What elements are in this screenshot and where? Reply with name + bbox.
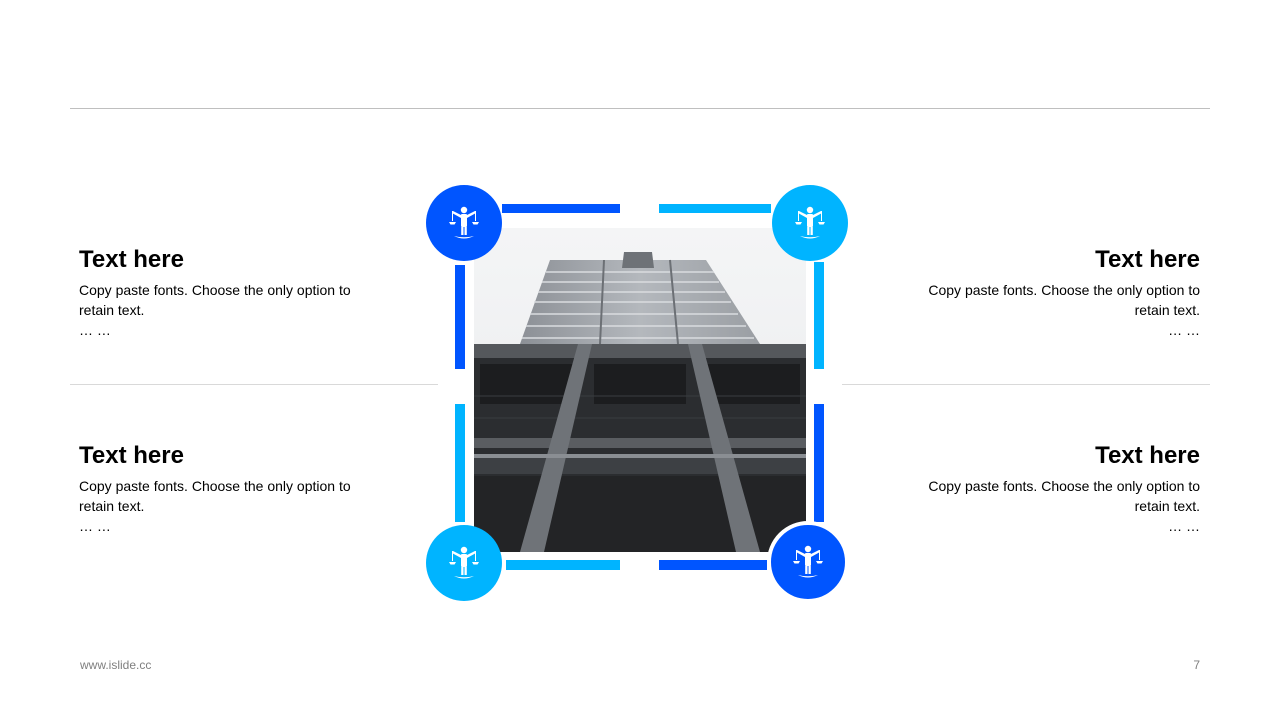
frame-bar-left-lower (455, 404, 465, 522)
text-block-top-right: Text here Copy paste fonts. Choose the o… (910, 246, 1200, 340)
block-title: Text here (79, 246, 184, 273)
frame-bar-top-right (659, 204, 771, 213)
footer-url: www.islide.cc (80, 658, 152, 672)
badge-bottom-left (426, 525, 502, 601)
frame-bar-bottom-left (506, 560, 620, 570)
block-title: Text here (1095, 246, 1200, 273)
page-number: 7 (1193, 658, 1200, 672)
building-photo (474, 228, 806, 552)
block-ellipsis: … … (1168, 518, 1200, 534)
badge-top-right (772, 185, 848, 261)
block-body: Copy paste fonts. Choose the only option… (928, 282, 1200, 318)
badge-bottom-right (767, 521, 849, 603)
block-ellipsis: … … (79, 518, 111, 534)
middle-divider-right (842, 384, 1210, 385)
block-title: Text here (1095, 442, 1200, 469)
frame-bar-right-upper (814, 262, 824, 369)
justice-scales-person-icon (449, 546, 479, 579)
block-ellipsis: … … (79, 322, 111, 338)
frame-bar-right-lower (814, 404, 824, 522)
block-ellipsis: … … (1168, 322, 1200, 338)
block-body: Copy paste fonts. Choose the only option… (79, 282, 351, 318)
frame-bar-left-upper (455, 265, 465, 369)
frame-bar-top-left (502, 204, 620, 213)
justice-scales-person-icon (449, 206, 479, 239)
text-block-bottom-right: Text here Copy paste fonts. Choose the o… (910, 442, 1200, 536)
middle-divider-left (70, 384, 438, 385)
text-block-bottom-left: Text here Copy paste fonts. Choose the o… (79, 442, 369, 536)
justice-scales-person-icon (793, 545, 823, 578)
text-block-top-left: Text here Copy paste fonts. Choose the o… (79, 246, 369, 340)
justice-scales-person-icon (795, 206, 825, 239)
frame-bar-bottom-right (659, 560, 767, 570)
block-body: Copy paste fonts. Choose the only option… (79, 478, 351, 514)
block-title: Text here (79, 442, 184, 469)
top-divider (70, 108, 1210, 109)
badge-top-left (426, 185, 502, 261)
block-body: Copy paste fonts. Choose the only option… (928, 478, 1200, 514)
